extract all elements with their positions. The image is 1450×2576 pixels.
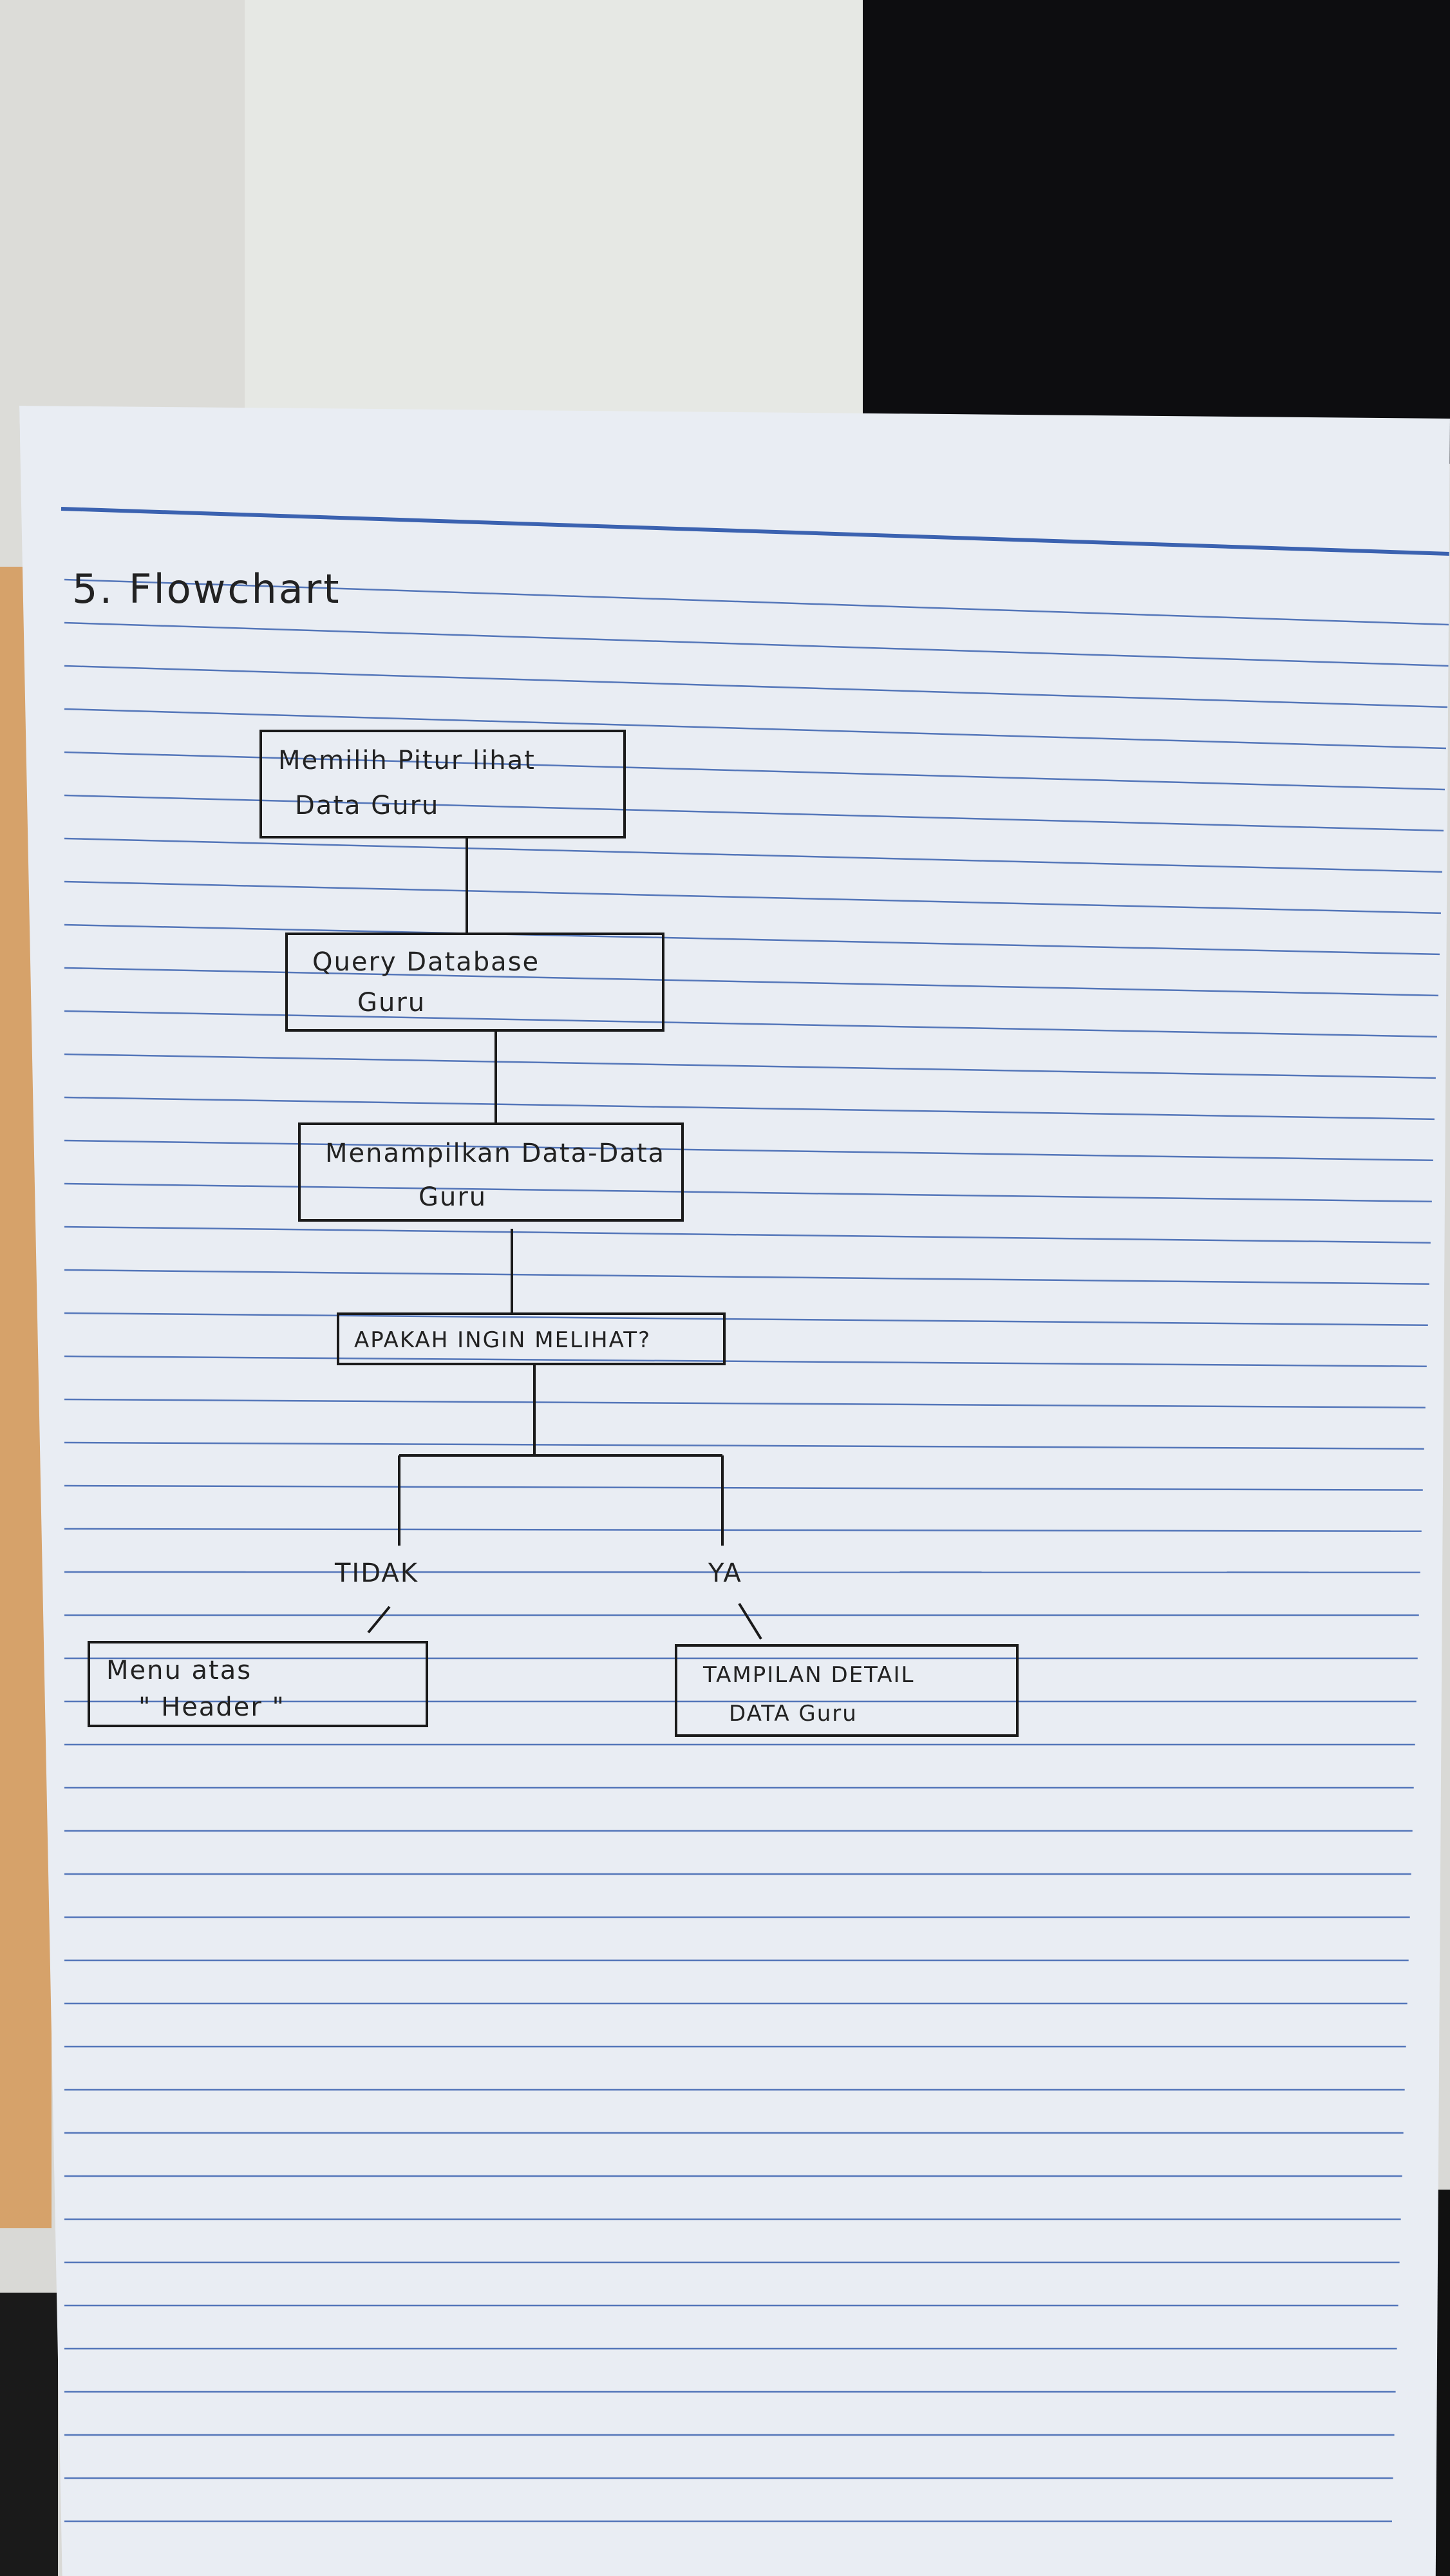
ruled-line xyxy=(64,1312,1428,1326)
branch-yes-label: YA xyxy=(708,1558,742,1588)
connector-yes-result xyxy=(738,1602,762,1640)
background-wall-light xyxy=(245,0,901,451)
box-yes-result xyxy=(675,1644,1019,1737)
ruled-line xyxy=(64,1355,1427,1367)
box-step3 xyxy=(298,1122,684,1222)
ruled-line xyxy=(64,665,1448,708)
no-result-line1: Menu atas xyxy=(106,1656,252,1685)
page-heading: 5. Flowchart xyxy=(72,565,341,612)
ruled-line xyxy=(64,837,1442,873)
box-step1 xyxy=(259,730,626,838)
ruled-line xyxy=(64,1139,1433,1162)
box-decision xyxy=(337,1312,726,1365)
background-dark-corner xyxy=(0,2293,58,2576)
ruled-line xyxy=(64,923,1440,956)
paper-sheet xyxy=(19,406,1450,2576)
ruled-line xyxy=(64,621,1449,667)
ruled-line xyxy=(64,1053,1436,1079)
ruled-line xyxy=(64,1398,1426,1408)
yes-result-line1: TAMPILAN DETAIL xyxy=(703,1662,915,1688)
step3-line1: Menampilkan Data-Data xyxy=(325,1139,666,1168)
ruled-line xyxy=(64,967,1438,997)
ruled-line xyxy=(64,708,1447,750)
step2-line2: Guru xyxy=(357,988,426,1018)
decision-text: APAKAH INGIN MELIHAT? xyxy=(354,1327,652,1353)
ruled-line xyxy=(64,1010,1437,1038)
ruled-line xyxy=(64,1226,1431,1244)
box-step2 xyxy=(285,933,664,1032)
step2-line1: Query Database xyxy=(312,947,540,977)
no-result-line2: " Header " xyxy=(138,1692,285,1722)
ruled-line xyxy=(64,578,1450,626)
branch-no-label: TIDAK xyxy=(335,1558,419,1588)
ruled-line xyxy=(64,794,1444,832)
step1-line1: Memilih Pitur lihat xyxy=(278,746,536,775)
background-dark-area xyxy=(863,0,1450,464)
ruled-line xyxy=(64,1441,1424,1450)
step1-line2: Data Guru xyxy=(295,791,440,820)
ruled-line xyxy=(64,880,1441,914)
yes-result-line2: DATA Guru xyxy=(729,1701,858,1727)
ruled-line xyxy=(64,751,1445,791)
ruled-lines xyxy=(61,507,1450,2523)
ruled-line xyxy=(64,1182,1432,1203)
step3-line2: Guru xyxy=(419,1182,487,1212)
header-rule xyxy=(61,507,1450,556)
connector-no-result xyxy=(367,1605,391,1634)
box-no-result xyxy=(88,1641,428,1727)
ruled-line xyxy=(64,1484,1423,1491)
ruled-line xyxy=(64,1571,1420,1573)
ruled-line xyxy=(64,1528,1422,1532)
ruled-line xyxy=(64,1096,1435,1121)
ruled-line xyxy=(64,1269,1429,1285)
